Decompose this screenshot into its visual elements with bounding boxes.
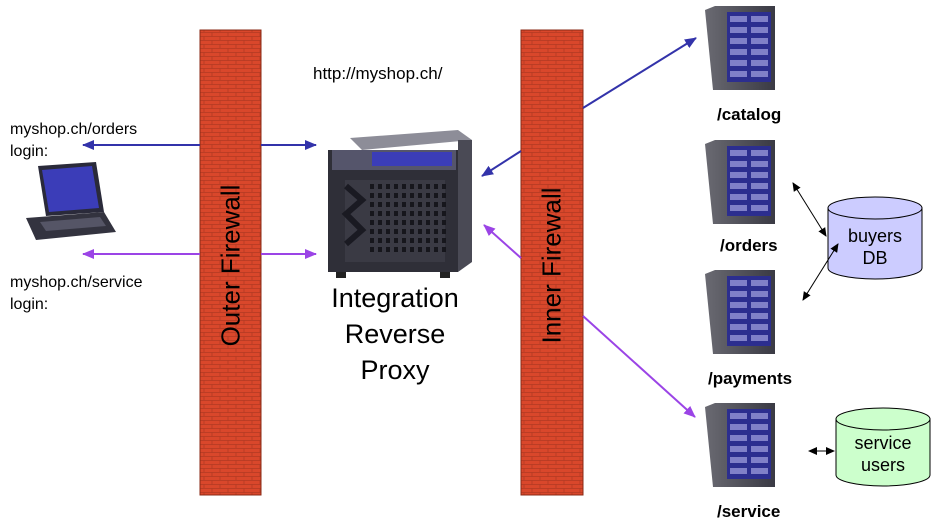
service-users-db-line1: service (854, 433, 912, 453)
service-arrow-to-proxy (483, 224, 522, 259)
service-users-db-cylinder (835, 407, 931, 487)
orders-label: /orders (720, 236, 778, 255)
payments-db-connector (802, 243, 839, 301)
catalog-label: /catalog (717, 105, 782, 124)
service-client-login: login: (10, 296, 49, 313)
payments-server-icon (705, 270, 775, 354)
buyers-db-line2: DB (862, 248, 888, 268)
orders-db-connector (792, 182, 827, 237)
proxy-server-icon (328, 130, 472, 278)
service-users-db-line2: users (860, 455, 905, 475)
outer-firewall-label: Outer Firewall (215, 184, 246, 347)
inner-firewall-wall (520, 29, 584, 496)
service-server-icon (705, 403, 775, 487)
proxy-label-line1: Integration (331, 283, 459, 313)
catalog-arrow-to-proxy (481, 150, 522, 177)
payments-label: /payments (708, 369, 793, 388)
service-label: /service (717, 502, 781, 521)
catalog-server-icon (705, 6, 775, 90)
orders-server-icon (705, 140, 775, 224)
catalog-arrow-to-server (582, 37, 697, 109)
proxy-label-line2: Reverse (344, 319, 446, 349)
outer-firewall-wall (199, 29, 262, 496)
service-arrow-to-server (582, 315, 696, 418)
laptop-icon (26, 162, 116, 240)
orders-client-login: login: (10, 143, 49, 160)
inner-firewall-label: Inner Firewall (536, 187, 567, 344)
proxy-url-label: http://myshop.ch/ (313, 64, 443, 83)
proxy-label-line3: Proxy (360, 355, 430, 385)
buyers-db-line1: buyers (847, 226, 903, 246)
orders-client-url: myshop.ch/orders (10, 121, 138, 138)
service-client-url: myshop.ch/service (10, 274, 143, 291)
